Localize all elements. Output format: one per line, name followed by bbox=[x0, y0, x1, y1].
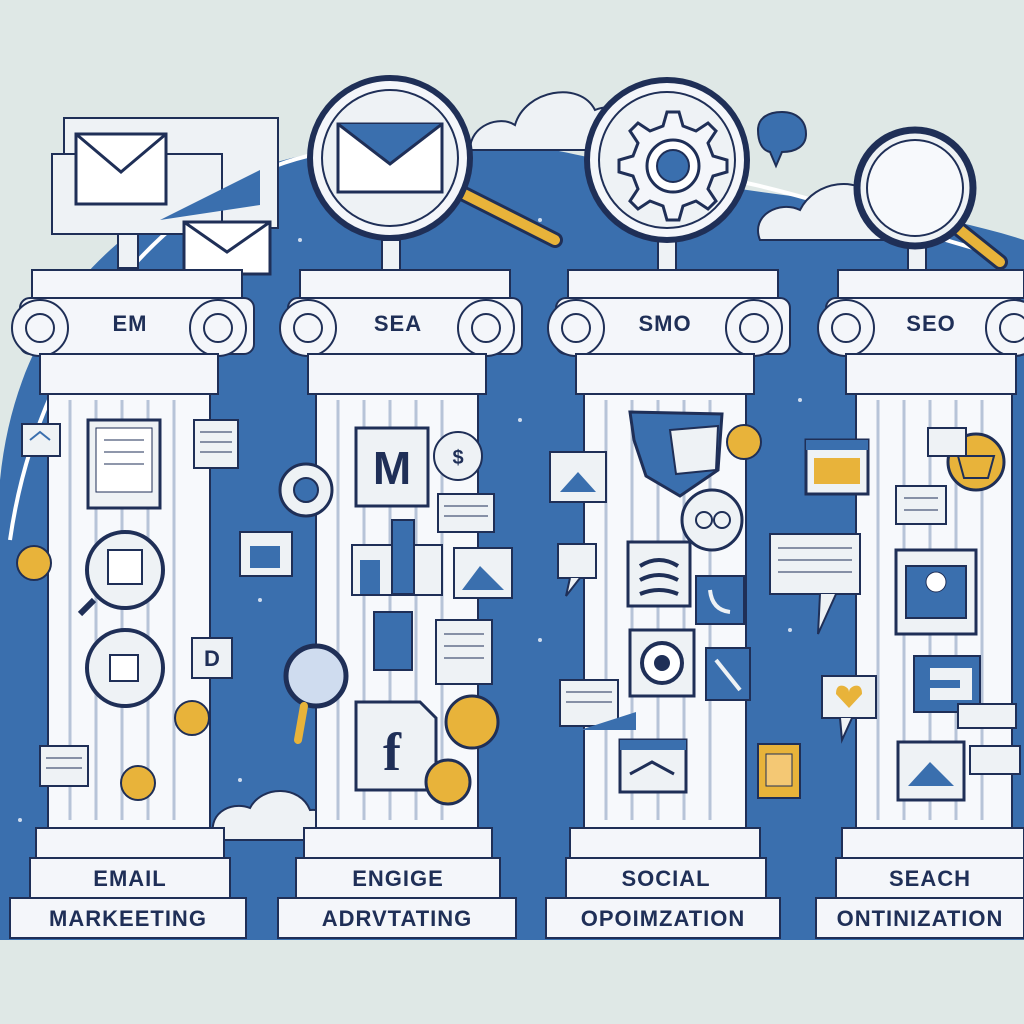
image-icon bbox=[549, 451, 607, 503]
e-letter-icon bbox=[913, 655, 981, 713]
m-logo-icon: M bbox=[354, 426, 430, 508]
gear-icon bbox=[584, 77, 750, 243]
pillar-3-abbreviation: SMO bbox=[638, 311, 692, 336]
pillar-4-abbreviation: SEO bbox=[906, 311, 956, 336]
mask-icon bbox=[628, 410, 724, 498]
camera-icon bbox=[278, 462, 334, 518]
envelope-icon bbox=[74, 132, 168, 206]
camera-lens-icon bbox=[628, 628, 696, 698]
tag-icon bbox=[957, 703, 1021, 775]
document-icon bbox=[559, 679, 636, 730]
cup-icon bbox=[373, 611, 413, 671]
document-icon bbox=[435, 619, 493, 685]
d-badge-icon: D bbox=[191, 637, 233, 679]
pillar-3-label-line1: SOCIAL bbox=[621, 866, 711, 891]
pillar-email-marketing: D bbox=[9, 117, 293, 939]
coin-icon bbox=[726, 424, 762, 460]
photo-frame-icon bbox=[757, 743, 801, 799]
svg-text:f: f bbox=[383, 722, 402, 782]
pillar-4-label-line2: ONTINIZATION bbox=[836, 906, 1004, 931]
text-card-icon bbox=[769, 533, 861, 635]
browser-icon bbox=[618, 738, 688, 794]
envelope-magnifier-icon bbox=[307, 75, 563, 248]
phone-icon bbox=[695, 575, 745, 625]
image-icon bbox=[239, 531, 293, 577]
document-icon bbox=[437, 493, 495, 533]
pillar-search-engine-advertising: M f $ bbox=[277, 75, 563, 939]
bar-chart-icon bbox=[351, 519, 443, 596]
document-icon bbox=[86, 418, 162, 510]
pillar-4-label-line1: SEACH bbox=[888, 866, 971, 891]
image-icon bbox=[453, 547, 513, 599]
magnifier-icon bbox=[77, 530, 165, 617]
pillar-3-label-line2: OPOIMZATION bbox=[580, 906, 746, 931]
window-icon bbox=[39, 745, 89, 787]
image-icon bbox=[896, 740, 966, 802]
wifi-icon bbox=[626, 540, 692, 608]
ribbon-icon bbox=[705, 647, 751, 701]
document-icon bbox=[895, 485, 947, 525]
chat-bubble-icon bbox=[21, 423, 61, 457]
magnifier-icon bbox=[853, 126, 1008, 270]
magnifier-icon bbox=[85, 628, 165, 708]
pillar-1-label-line1: EMAIL bbox=[93, 866, 167, 891]
pillar-2-label-line1: ENGIGE bbox=[352, 866, 444, 891]
pillar-1-label-line2: MARKEETING bbox=[49, 906, 207, 931]
heart-bubble-icon bbox=[821, 675, 877, 744]
svg-text:$: $ bbox=[452, 447, 463, 469]
document-icon bbox=[193, 419, 239, 469]
chat-bubble-icon bbox=[756, 110, 808, 169]
facebook-icon: f bbox=[354, 700, 438, 792]
coin-icon bbox=[424, 694, 500, 806]
pillar-2-abbreviation: SEA bbox=[373, 311, 423, 336]
share-icon bbox=[680, 488, 744, 552]
picture-icon bbox=[894, 548, 978, 636]
pillar-1-abbreviation: EM bbox=[112, 311, 148, 336]
pillar-search-engine-optimization bbox=[769, 126, 1024, 939]
pillar-2-label-line2: ADRVTATING bbox=[321, 906, 473, 931]
dollar-icon: $ bbox=[433, 431, 483, 481]
chat-bubble-icon bbox=[927, 427, 967, 457]
svg-text:M: M bbox=[373, 442, 411, 494]
svg-text:D: D bbox=[204, 646, 220, 671]
sparkle-decoration bbox=[18, 218, 802, 822]
envelope-icon bbox=[182, 220, 272, 276]
pillar-social-media-optimization bbox=[545, 77, 801, 939]
browser-icon bbox=[804, 438, 870, 496]
magnifier-icon bbox=[283, 643, 349, 744]
chat-bubble-icon bbox=[557, 543, 597, 597]
coin-icon bbox=[16, 545, 210, 801]
